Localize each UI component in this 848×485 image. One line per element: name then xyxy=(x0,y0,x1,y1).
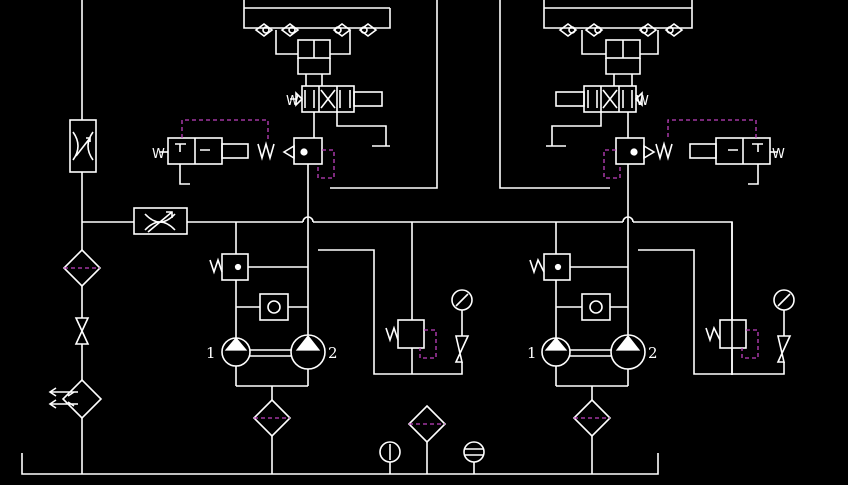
check-valve-group-right xyxy=(558,23,684,86)
pump-2-right: 2 xyxy=(570,222,658,386)
dump-valve-right: W xyxy=(667,119,785,185)
pump-1-left: 1 xyxy=(206,300,251,386)
pilot-relief-valve-right xyxy=(603,137,673,222)
relief-valve-pump-left xyxy=(209,222,308,300)
suction-filter-right xyxy=(556,385,628,474)
dump-valve-left: W xyxy=(152,119,269,185)
pump-1-right: 1 xyxy=(527,300,571,386)
solenoid-mark-right-2: W xyxy=(772,147,785,162)
check-valve-pump-right xyxy=(556,293,628,321)
directional-valve-left: W xyxy=(286,85,390,147)
gauge-branch-right xyxy=(638,222,795,375)
right-power-unit: W W xyxy=(499,0,795,474)
level-gauge xyxy=(463,441,485,474)
air-filter xyxy=(407,404,447,474)
pump-label-1-left: 1 xyxy=(206,344,216,362)
suction-filter-left xyxy=(236,385,308,474)
main-pressure-line xyxy=(82,216,733,375)
pump-label-2-left: 2 xyxy=(328,344,338,362)
solenoid-mark-right: W xyxy=(636,94,649,109)
throttle-valve xyxy=(133,207,188,235)
return-filter xyxy=(62,248,102,318)
pump-label-2-right: 2 xyxy=(648,344,658,362)
return-line-column xyxy=(69,0,97,250)
shutoff-valve-left xyxy=(74,317,90,380)
check-valve-group-left xyxy=(254,23,378,86)
pilot-relief-valve-left xyxy=(257,137,335,222)
thermometer xyxy=(379,441,401,474)
tank-line xyxy=(21,453,659,475)
cooler xyxy=(48,378,103,474)
solenoid-mark-left: W xyxy=(286,94,299,109)
relief-valve-pump-right xyxy=(529,222,628,300)
pump-2-left: 2 xyxy=(250,222,338,386)
left-power-unit: W W xyxy=(152,0,473,474)
gauge-branch-left xyxy=(318,222,473,375)
directional-valve-right: W xyxy=(546,85,649,147)
solenoid-mark-left-2: W xyxy=(152,147,165,162)
tank-accessories xyxy=(379,404,485,474)
check-valve-pump-left xyxy=(236,293,308,321)
pump-label-1-right: 1 xyxy=(527,344,537,362)
